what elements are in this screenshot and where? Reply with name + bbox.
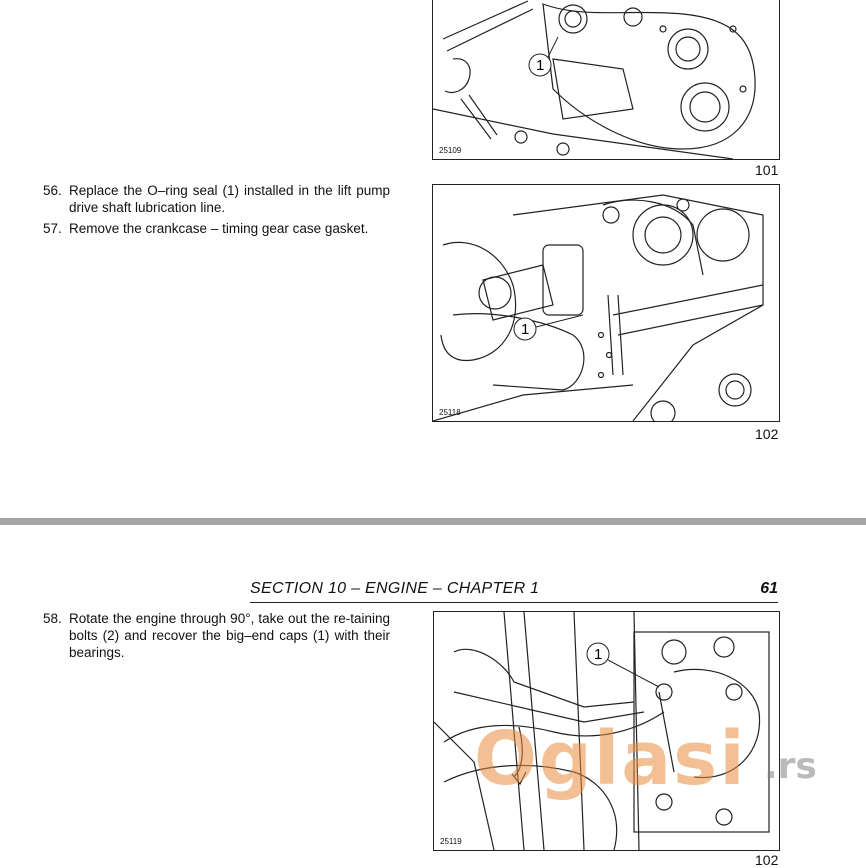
section-header: SECTION 10 – ENGINE – CHAPTER 1 61 (250, 580, 778, 603)
step-text: Rotate the engine through 90°, take out … (69, 611, 390, 660)
figure-102-top-number: 102 (755, 426, 779, 442)
step-58: 58. Rotate the engine through 90°, take … (43, 610, 390, 661)
figure-bottom: 1 25119 (433, 611, 780, 851)
figure-bottom-code: 25119 (440, 837, 462, 846)
page-number: 61 (760, 580, 778, 597)
figure-101-code: 25109 (439, 146, 462, 155)
figure-101-callout: 1 (536, 57, 544, 74)
steps-bottom: 58. Rotate the engine through 90°, take … (43, 610, 390, 665)
figure-102-top: 1 25118 (432, 184, 780, 422)
big-end-caps-illustration: 1 (434, 612, 770, 850)
figure-102-top-code: 25118 (439, 408, 461, 417)
step-text: Remove the crankcase – timing gear case … (69, 221, 369, 236)
crankcase-gasket-illustration: 1 (433, 194, 764, 421)
section-title: SECTION 10 – ENGINE – CHAPTER 1 (250, 580, 540, 597)
steps-top: 56. Replace the O–ring seal (1) installe… (43, 182, 390, 241)
figure-101-number: 101 (755, 162, 779, 178)
figure-101: 1 25109 (432, 0, 780, 160)
step-number: 57. (43, 221, 62, 236)
figure-bottom-callout: 1 (594, 646, 602, 663)
figure-102-top-callout: 1 (521, 321, 529, 338)
watermark-tld: .rs (764, 746, 817, 787)
step-text: Replace the O–ring seal (1) installed in… (69, 183, 390, 215)
step-number: 58. (43, 611, 62, 626)
engine-timing-cover-illustration: 1 (433, 0, 756, 159)
page-divider (0, 518, 866, 525)
step-number: 56. (43, 183, 62, 198)
step-57: 57. Remove the crankcase – timing gear c… (43, 220, 390, 237)
step-56: 56. Replace the O–ring seal (1) installe… (43, 182, 390, 216)
oglasi-watermark: Oglasi .rs (474, 716, 834, 816)
figure-bottom-number: 102 (755, 852, 779, 868)
watermark-text: Oglasi (474, 716, 747, 802)
